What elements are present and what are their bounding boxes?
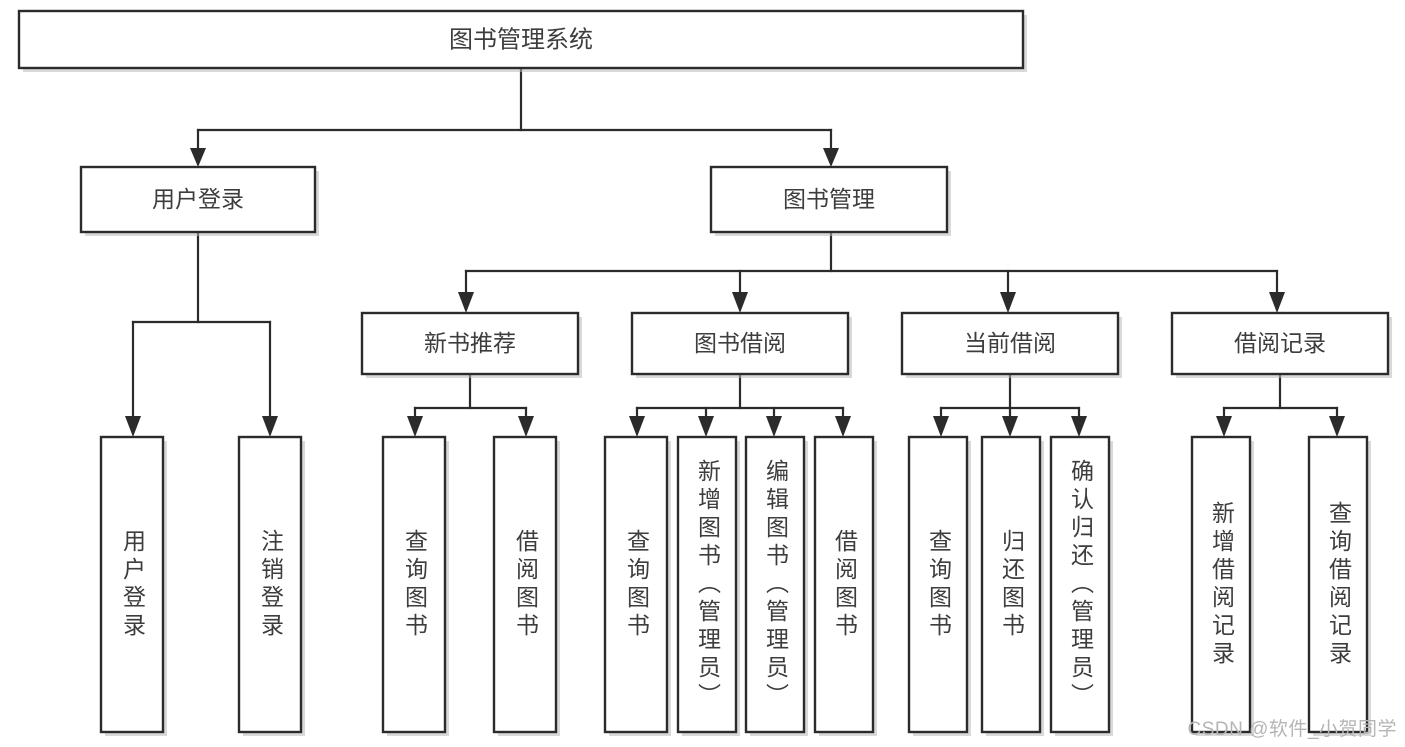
arrowhead-newbook-l2 [518, 416, 534, 437]
leaf-borrow-2[interactable]: 编辑图书（管理员） [744, 435, 808, 736]
arrowhead-records [1269, 292, 1285, 313]
connectors [125, 66, 1345, 437]
node-user-login-label: 用户登录 [152, 186, 244, 212]
node-new-book-recommend[interactable]: 新书推荐 [360, 311, 582, 378]
node-book-borrow-label: 图书借阅 [694, 330, 786, 356]
arrowhead-newbook-l1 [407, 416, 423, 437]
arrowhead-login-leaf1 [125, 416, 141, 437]
leaf-records-1-label: 查询借阅记录 [1325, 500, 1352, 669]
leaf-borrow-2-label: 编辑图书（管理员） [762, 458, 789, 711]
arrowhead-bookmgmt [823, 148, 839, 167]
leaf-current-0[interactable]: 查询图书 [907, 435, 971, 736]
arrowhead-current-l1 [933, 416, 949, 437]
arrowhead-borrow-l4 [835, 416, 851, 437]
leaf-current-2-label: 确认归还（管理员） [1067, 458, 1094, 711]
arrowhead-borrow-l2 [698, 416, 714, 437]
node-new-book-recommend-label: 新书推荐 [424, 330, 516, 356]
leaf-borrow-1[interactable]: 新增图书（管理员） [676, 435, 740, 736]
leaf-borrow-3[interactable]: 借阅图书 [813, 435, 877, 736]
arrowhead-current-l3 [1071, 416, 1087, 437]
leaf-borrow-0-label: 查询图书 [623, 528, 650, 641]
leaf-records-0[interactable]: 新增借阅记录 [1190, 435, 1254, 736]
arrowhead-login-leaf2 [262, 416, 278, 437]
leaf-current-2[interactable]: 确认归还（管理员） [1049, 435, 1113, 736]
arrowhead-login [190, 148, 206, 167]
node-book-borrow[interactable]: 图书借阅 [630, 311, 852, 378]
arrowhead-borrow [732, 292, 748, 313]
leaf-current-0-label: 查询图书 [925, 528, 952, 641]
node-book-management[interactable]: 图书管理 [709, 165, 951, 236]
leaf-borrow-3-label: 借阅图书 [831, 528, 858, 641]
leaf-new-book-0[interactable]: 查询图书 [381, 435, 449, 736]
node-book-management-label: 图书管理 [783, 186, 875, 212]
arrowhead-borrow-l1 [629, 416, 645, 437]
arrowhead-current-l2 [1002, 416, 1018, 437]
arrowhead-records-l1 [1216, 416, 1232, 437]
leaf-borrow-1-label: 新增图书（管理员） [694, 458, 721, 711]
node-current-borrow[interactable]: 当前借阅 [900, 311, 1122, 378]
leaf-borrow-0[interactable]: 查询图书 [603, 435, 671, 736]
arrowhead-current [1000, 292, 1016, 313]
arrowhead-records-l2 [1329, 416, 1345, 437]
node-borrow-records-label: 借阅记录 [1234, 330, 1326, 356]
node-root[interactable]: 图书管理系统 [17, 9, 1027, 72]
leaf-user-login-1-label: 注销登录 [257, 528, 284, 641]
leaf-current-1[interactable]: 归还图书 [980, 435, 1044, 736]
arrowhead-borrow-l3 [766, 416, 782, 437]
leaf-records-0-label: 新增借阅记录 [1208, 500, 1235, 669]
leaf-current-1-label: 归还图书 [998, 528, 1025, 641]
node-root-label: 图书管理系统 [449, 26, 593, 53]
node-user-login[interactable]: 用户登录 [79, 165, 319, 236]
leaf-user-login-0[interactable]: 用户登录 [99, 435, 167, 736]
leaf-new-book-1-label: 借阅图书 [512, 528, 539, 641]
leaf-new-book-0-label: 查询图书 [401, 528, 428, 641]
node-borrow-records[interactable]: 借阅记录 [1170, 311, 1392, 378]
node-current-borrow-label: 当前借阅 [964, 330, 1056, 356]
arrowhead-newbook [458, 292, 474, 313]
leaf-user-login-0-label: 用户登录 [119, 528, 146, 641]
leaf-records-1[interactable]: 查询借阅记录 [1307, 435, 1371, 736]
leaf-new-book-1[interactable]: 借阅图书 [492, 435, 560, 736]
leaf-user-login-1[interactable]: 注销登录 [237, 435, 305, 736]
